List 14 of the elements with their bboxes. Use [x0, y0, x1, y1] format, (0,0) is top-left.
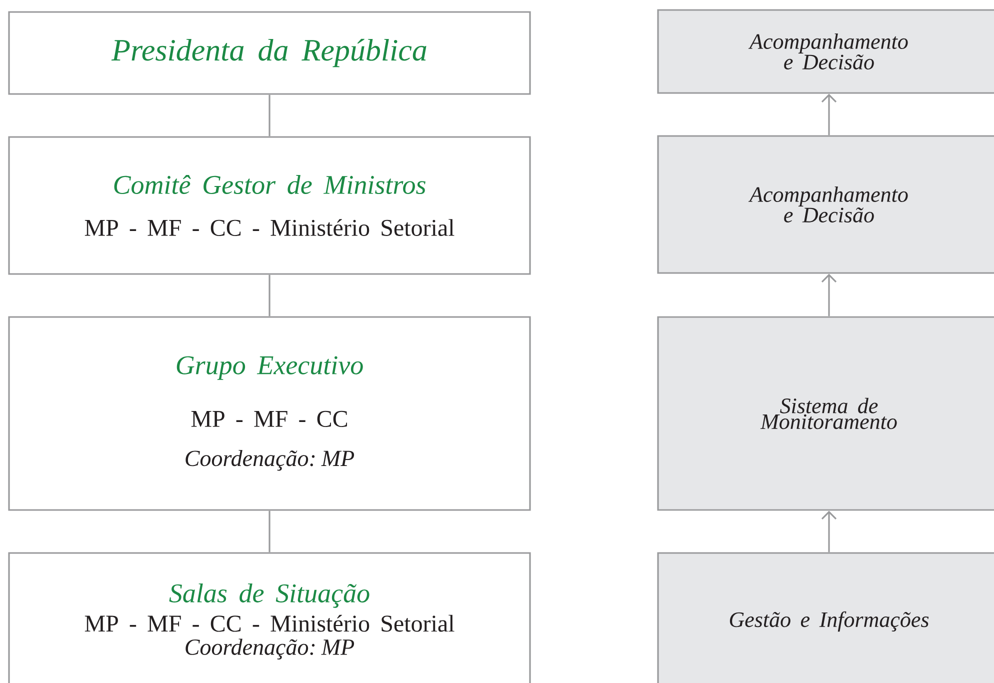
arrow: [821, 94, 837, 136]
stage-box: Sistema de Monitoramento: [657, 316, 994, 511]
connector-line: [268, 510, 270, 552]
org-box: Presidenta da República: [8, 11, 531, 95]
arrow: [821, 274, 837, 316]
stage-box: Acompanhamento e Decisão: [657, 135, 994, 274]
connector-line: [268, 274, 270, 316]
stage-box: Acompanhamento e Decisão: [657, 9, 994, 94]
connector-line: [268, 94, 270, 136]
org-box: Salas de Situação MP - MF - CC - Ministério Setorial Coordenação: MP: [8, 552, 531, 683]
stage-box: Gestão e Informações: [657, 552, 994, 683]
org-box: Grupo Executivo MP - MF - CC Coordenação: MP: [8, 316, 531, 511]
arrow: [821, 510, 837, 552]
org-box: Comitê Gestor de Ministros MP - MF - CC - Ministério Setorial: [8, 136, 531, 275]
